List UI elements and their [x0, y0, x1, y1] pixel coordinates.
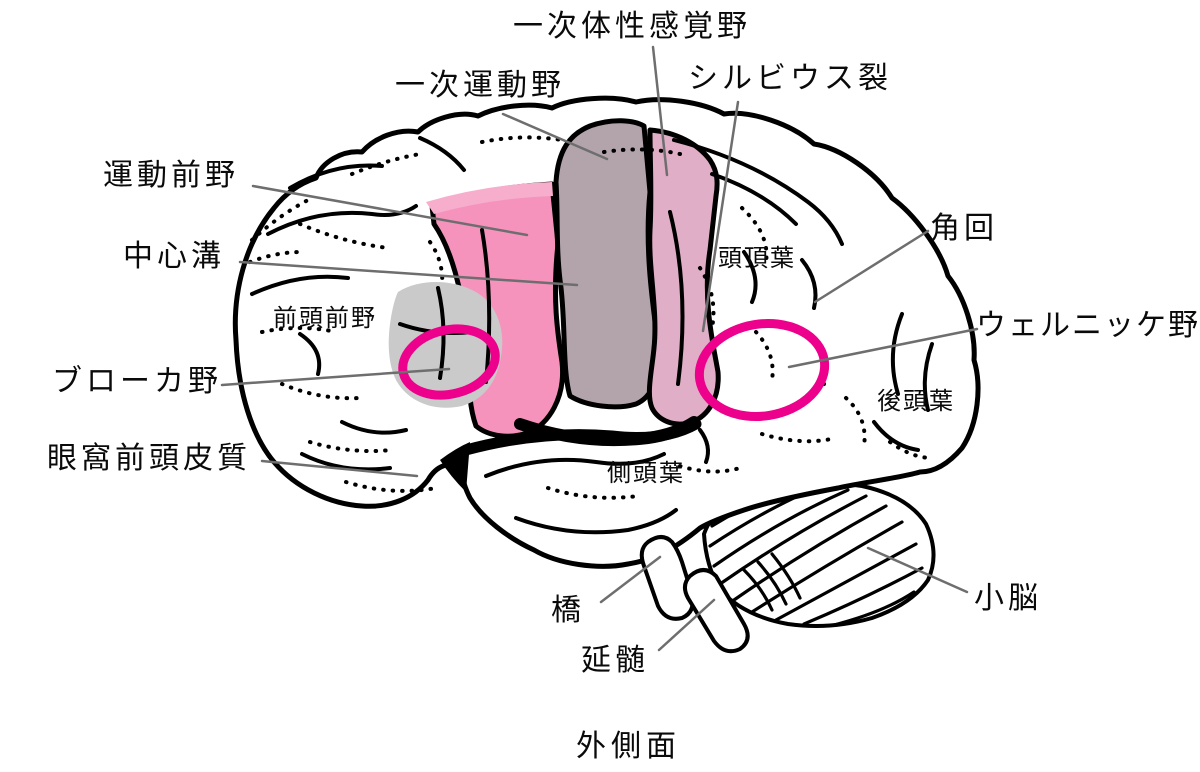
sylvian-wedge [440, 442, 470, 492]
leader-central-sulcus [238, 260, 579, 287]
medulla-shape [683, 568, 750, 654]
premotor-top-band [426, 182, 553, 214]
leader-primary-motor [501, 112, 609, 161]
leader-premotor [251, 184, 529, 237]
leader-wernicke [787, 327, 979, 369]
leader-lines [220, 45, 979, 652]
label-prefrontal: 前頭前野 [273, 305, 377, 332]
label-primary-somatosensory: 一次体性感覚野 [513, 10, 751, 43]
leader-sylvian-fissure [701, 100, 740, 333]
somatosensory-region [646, 127, 721, 427]
label-sylvian-fissure: シルビウス裂 [688, 62, 892, 95]
label-occipital-lobe: 後頭葉 [877, 388, 955, 415]
leader-pons [599, 555, 662, 604]
label-temporal-lobe: 側頭葉 [607, 460, 685, 487]
leader-orbitofrontal [260, 459, 419, 478]
cerebellum-body [701, 480, 936, 628]
label-broca: ブローカ野 [52, 365, 222, 398]
leader-cerebellum [866, 546, 969, 594]
gyri-lines [250, 136, 934, 535]
label-medulla: 延髄 [581, 644, 649, 677]
broca-gray-patch [388, 282, 503, 408]
label-central-sulcus: 中心溝 [123, 240, 225, 273]
primary-motor-region [553, 118, 662, 410]
leader-broca [220, 367, 451, 387]
pons-shape [639, 535, 695, 621]
label-angular-gyrus: 角回 [930, 212, 998, 245]
label-premotor: 運動前野 [103, 159, 239, 192]
diagram-caption: 外側面 [576, 730, 681, 763]
leader-medulla [657, 598, 716, 652]
leader-angular-gyrus [813, 229, 930, 304]
label-cerebellum: 小脳 [974, 582, 1042, 615]
label-pons: 橋 [551, 594, 585, 627]
leader-primary-somatosensory [651, 45, 669, 177]
label-orbitofrontal: 眼窩前頭皮質 [47, 442, 251, 475]
label-primary-motor: 一次運動野 [395, 69, 565, 102]
label-parietal-lobe: 頭頂葉 [718, 245, 796, 272]
label-wernicke: ウェルニッケ野 [976, 309, 1200, 342]
